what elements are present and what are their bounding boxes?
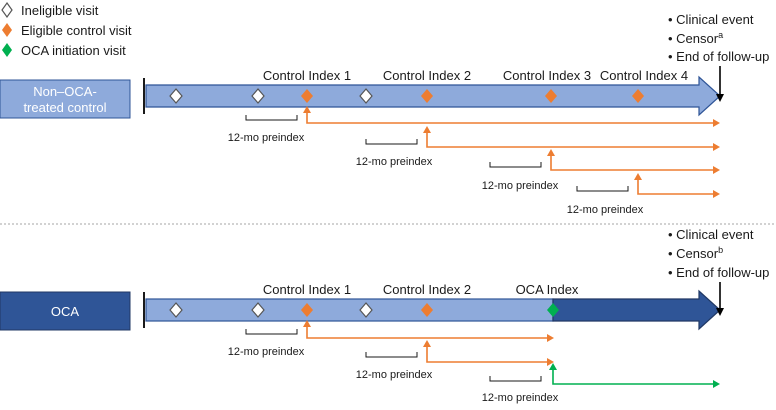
top-followup-arrow-1-head [713,119,720,127]
top-index-label-4: Control Index 4 [600,68,688,83]
top-event-end-followup: • End of follow-up [668,49,769,64]
top-preindex-label-2: 12-mo preindex [356,156,433,168]
top-ineligible-visit-3 [359,88,373,104]
top-followup-arrow-1 [306,112,714,124]
top-preindex-label-3: 12-mo preindex [482,180,559,192]
legend: Ineligible visit Eligible control visit … [1,1,132,58]
top-preindex-label-1: 12-mo preindex [228,132,305,144]
legend-eligible-label: Eligible control visit [21,23,132,38]
bottom-eligible-visit-2 [421,303,433,317]
oca-initiation-diamond-icon [2,43,12,57]
top-eligible-visit-1 [301,89,313,103]
top-ineligible-visit-2 [251,88,265,104]
bottom-event-clinical: • Clinical event [668,227,754,242]
top-followup-arrow-1-up-head [303,106,311,113]
top-eligible-visit-3 [545,89,557,103]
top-followup-arrow-2 [426,131,714,148]
bottom-eligible-visit-1 [301,303,313,317]
top-followup-arrow-3-head [713,166,720,174]
bottom-followup-arrow-2 [426,345,548,363]
top-followup-arrow-4-head [713,190,720,198]
top-event-censor: • Censora [668,30,723,46]
top-index-label-1: Control Index 1 [263,68,351,83]
bottom-followup-arrow-oca [552,368,714,385]
bottom-followup-end-arrowhead [716,308,724,316]
bottom-index-label-oca: OCA Index [516,282,579,297]
non-oca-control-label-line2: treated control [23,100,106,115]
oca-group-box [0,291,131,331]
bottom-preindex-label-3: 12-mo preindex [482,392,559,404]
top-censor-superscript: a [718,30,723,40]
top-preindex-bracket-1 [245,115,298,121]
bottom-event-censor: • Censorb [668,245,723,261]
eligible-visit-diamond-icon [2,23,12,37]
bottom-preindex-label-1: 12-mo preindex [228,346,305,358]
top-index-label-3: Control Index 3 [503,68,591,83]
panel-bottom: OCA • Clinical event • Censorb • End of … [0,227,769,404]
non-oca-control-box [0,79,131,119]
top-followup-arrow-3 [550,154,714,171]
bottom-ineligible-visit-1 [169,302,183,318]
bottom-followup-arrow-1 [306,326,548,339]
top-ineligible-visit-1 [169,88,183,104]
top-index-label-2: Control Index 2 [383,68,471,83]
bottom-followup-arrow-2-up-head [423,340,431,347]
bottom-preindex-bracket-2 [365,352,418,358]
legend-oca-initiation-label: OCA initiation visit [21,43,126,58]
bottom-timeline-pre-segment [145,298,554,322]
bottom-ineligible-visit-3 [359,302,373,318]
bottom-timeline-oca-arrow [552,289,721,331]
top-preindex-bracket-4 [576,186,629,192]
bottom-censor-superscript: b [718,245,723,255]
panel-top: Non–OCA- treated control • Clinical even… [0,12,769,216]
top-followup-arrow-4 [637,178,714,195]
top-followup-arrow-4-up-head [634,173,642,180]
top-preindex-label-4: 12-mo preindex [567,204,644,216]
bottom-index-label-2: Control Index 2 [383,282,471,297]
bottom-oca-initiation-visit [547,303,559,317]
top-followup-arrow-2-up-head [423,126,431,133]
bottom-followup-arrow-1-head [547,334,554,342]
bottom-followup-arrow-oca-head [713,380,720,388]
bottom-event-end-followup: • End of follow-up [668,265,769,280]
legend-ineligible-label: Ineligible visit [21,3,99,18]
bottom-ineligible-visit-2 [251,302,265,318]
bottom-followup-arrow-1-up-head [303,320,311,327]
non-oca-control-label-line1: Non–OCA- [33,84,97,99]
top-preindex-bracket-2 [365,139,418,145]
bottom-followup-arrow-oca-up-head [549,363,557,370]
top-preindex-bracket-3 [489,162,542,168]
top-followup-end-arrowhead [716,94,724,102]
bottom-preindex-bracket-3 [489,376,542,382]
top-followup-arrow-2-head [713,143,720,151]
bottom-preindex-label-2: 12-mo preindex [356,369,433,381]
top-eligible-visit-2 [421,89,433,103]
top-eligible-visit-4 [632,89,644,103]
top-followup-arrow-3-up-head [547,149,555,156]
bottom-index-label-1: Control Index 1 [263,282,351,297]
bottom-preindex-bracket-1 [245,329,298,335]
bottom-followup-arrow-2-head [547,358,554,366]
oca-group-label: OCA [51,304,80,319]
ineligible-visit-diamond-icon [1,1,13,19]
top-event-clinical: • Clinical event [668,12,754,27]
